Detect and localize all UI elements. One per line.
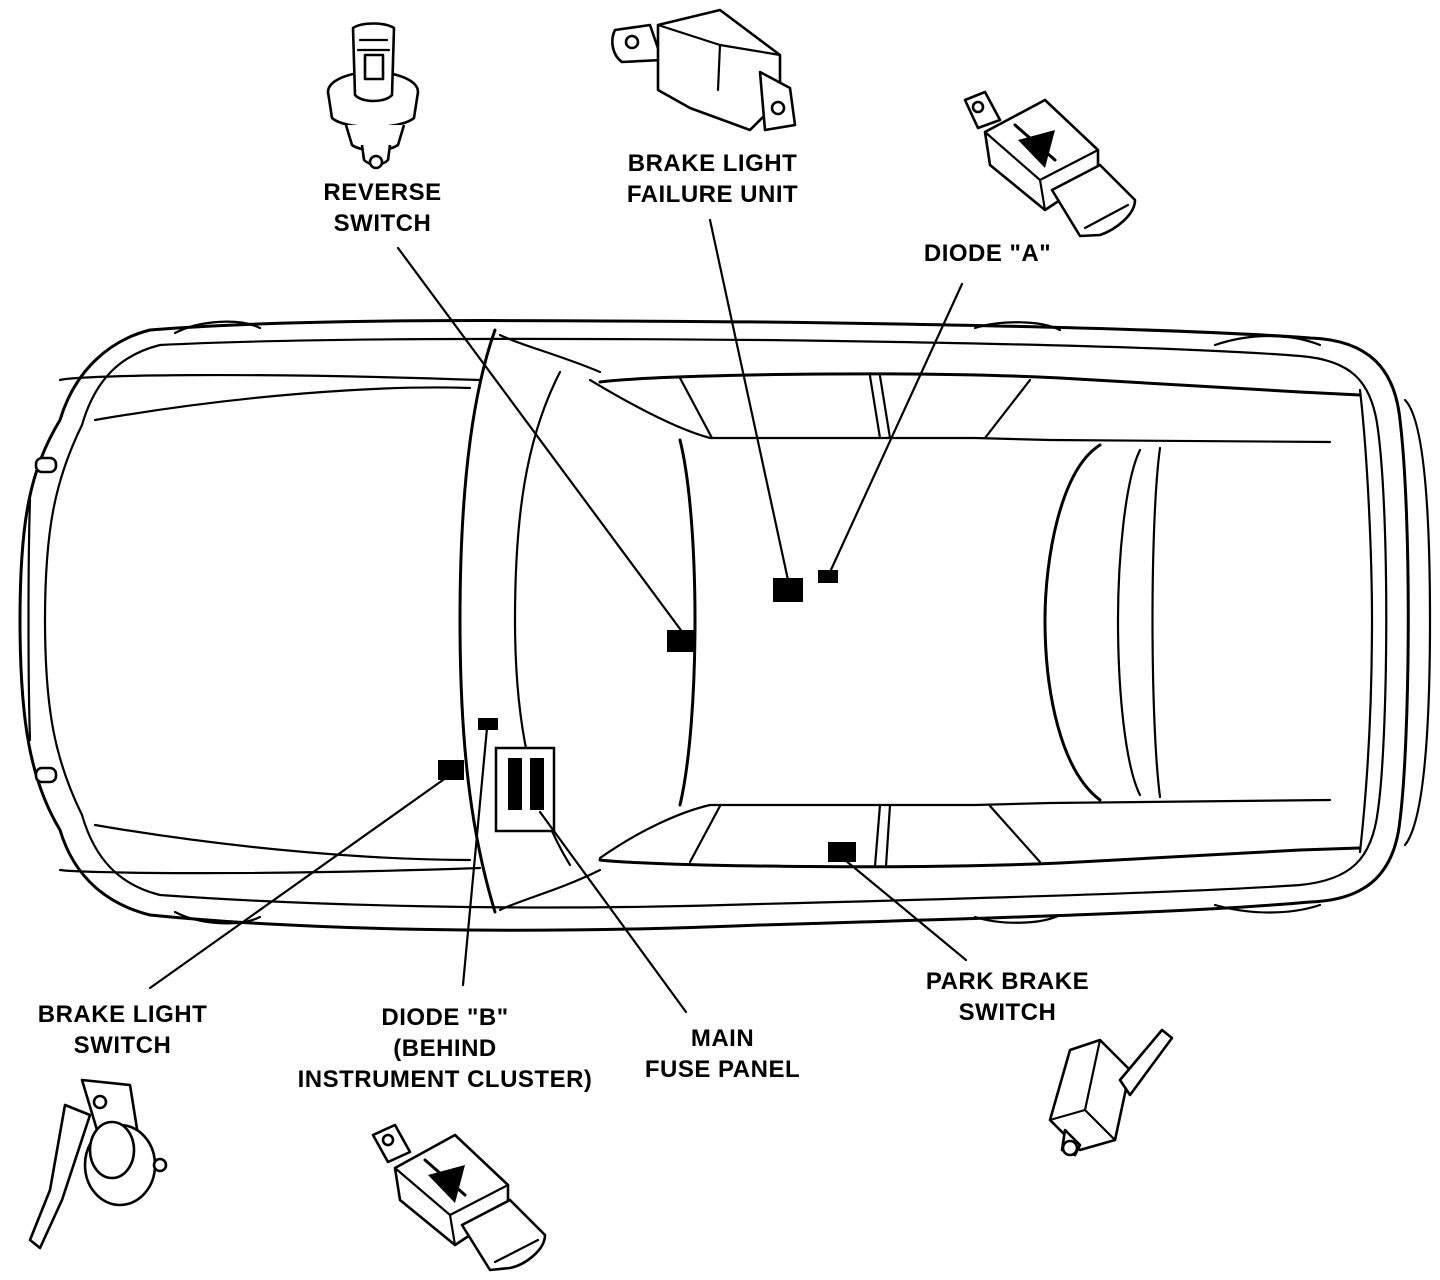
diode-b-label-line-2: (BEHIND <box>393 1035 497 1062</box>
park-brake-switch-label-line-2: SWITCH <box>958 999 1057 1026</box>
brake-light-failure-unit-illustration <box>611 8 797 132</box>
leader-lines <box>148 218 968 1014</box>
park-brake-switch-label-line-1: PARK BRAKE <box>925 968 1090 995</box>
park-brake-switch-label: PARK BRAKE SWITCH <box>905 966 1110 1028</box>
reverse-switch-label-line-1: REVERSE <box>323 179 442 206</box>
park-brake-switch-illustration <box>1048 1028 1174 1157</box>
reverse-switch-label: REVERSE SWITCH <box>300 177 465 239</box>
reverse-switch-illustration <box>326 22 420 170</box>
diode-b-label-line-3: INSTRUMENT CLUSTER) <box>297 1066 593 1093</box>
park-brake-switch-marker <box>828 842 856 862</box>
diode-a-illustration <box>963 90 1137 238</box>
main-fuse-panel-label-line-1: MAIN <box>690 1025 755 1052</box>
brake-light-switch-label-line-2: SWITCH <box>73 1032 172 1059</box>
diode-a-marker <box>818 570 838 583</box>
brake-light-switch-illustration <box>28 1078 168 1250</box>
main-fuse-panel-label: MAIN FUSE PANEL <box>630 1023 815 1085</box>
component-markers <box>438 570 856 862</box>
diode-b-label-line-1: DIODE "B" <box>381 1004 509 1031</box>
diode-b-illustration <box>371 1123 547 1272</box>
diode-a-label-line-1: DIODE "A" <box>923 240 1052 267</box>
brake-light-failure-unit-label-line-1: BRAKE LIGHT <box>627 150 798 177</box>
reverse-switch-marker <box>667 630 695 652</box>
brake-light-switch-label-line-1: BRAKE LIGHT <box>37 1001 208 1028</box>
brake-light-switch-label: BRAKE LIGHT SWITCH <box>25 999 220 1061</box>
main-fuse-panel-label-line-2: FUSE PANEL <box>644 1056 801 1083</box>
brake-light-failure-unit-label-line-2: FAILURE UNIT <box>626 181 799 208</box>
reverse-switch-label-line-2: SWITCH <box>333 210 432 237</box>
main-fuse-panel-marker <box>494 746 556 833</box>
brake-light-switch-marker <box>438 760 464 780</box>
diode-a-label: DIODE "A" <box>905 238 1070 269</box>
brake-light-failure-unit-marker <box>773 578 803 602</box>
diode-b-label: DIODE "B" (BEHIND INSTRUMENT CLUSTER) <box>285 1002 605 1095</box>
brake-light-failure-unit-label: BRAKE LIGHT FAILURE UNIT <box>605 148 820 210</box>
diode-b-marker <box>478 718 498 730</box>
car-outline <box>18 318 1432 932</box>
